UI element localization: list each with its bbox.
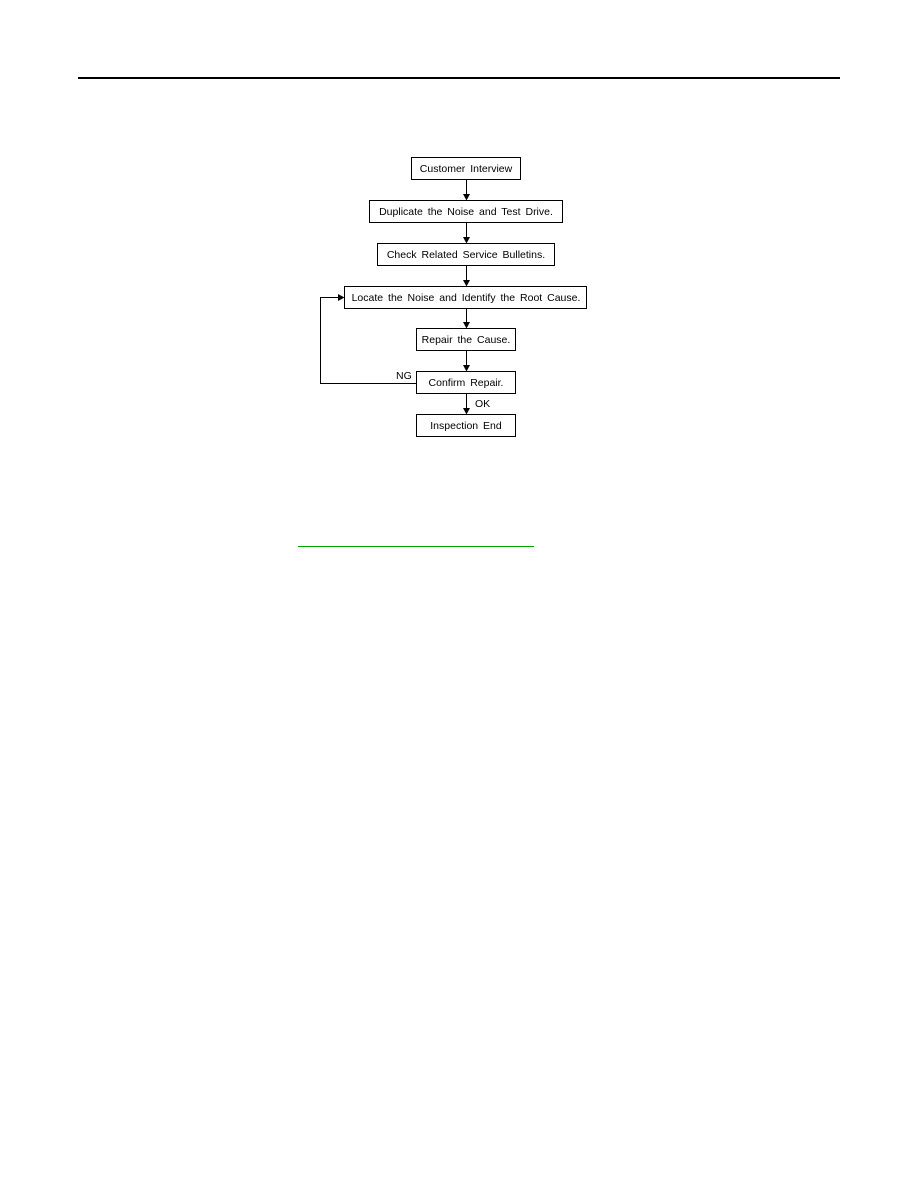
flow-connector-1-2 — [463, 180, 470, 201]
flow-step-inspection-end: Inspection End — [416, 414, 516, 437]
flow-connector-ng-loop — [320, 294, 417, 384]
flow-step-locate-noise: Locate the Noise and Identify the Root C… — [344, 286, 587, 309]
flow-step-customer-interview: Customer Interview — [411, 157, 521, 180]
flow-connector-5-6 — [463, 351, 470, 372]
flow-step-repair-cause: Repair the Cause. — [416, 328, 516, 351]
flow-step-label: Confirm Repair. — [429, 377, 504, 389]
flow-step-label: Duplicate the Noise and Test Drive. — [379, 206, 553, 218]
flow-step-label: Locate the Noise and Identify the Root C… — [352, 292, 581, 304]
flow-step-label: Customer Interview — [420, 163, 513, 175]
ok-label: OK — [475, 398, 490, 410]
flow-step-confirm-repair: Confirm Repair. — [416, 371, 516, 394]
flow-connector-2-3 — [463, 223, 470, 244]
link-underline[interactable] — [298, 546, 534, 547]
flow-connector-4-5 — [463, 309, 470, 329]
flow-step-label: Check Related Service Bulletins. — [387, 249, 545, 261]
flow-connector-ok — [463, 394, 470, 415]
header-rule — [78, 77, 840, 79]
flow-step-check-bulletins: Check Related Service Bulletins. — [377, 243, 555, 266]
flow-step-label: Repair the Cause. — [422, 334, 511, 346]
flow-step-label: Inspection End — [430, 420, 502, 432]
ng-label: NG — [396, 370, 412, 382]
flow-connector-3-4 — [463, 266, 470, 287]
flow-step-duplicate-noise: Duplicate the Noise and Test Drive. — [369, 200, 563, 223]
